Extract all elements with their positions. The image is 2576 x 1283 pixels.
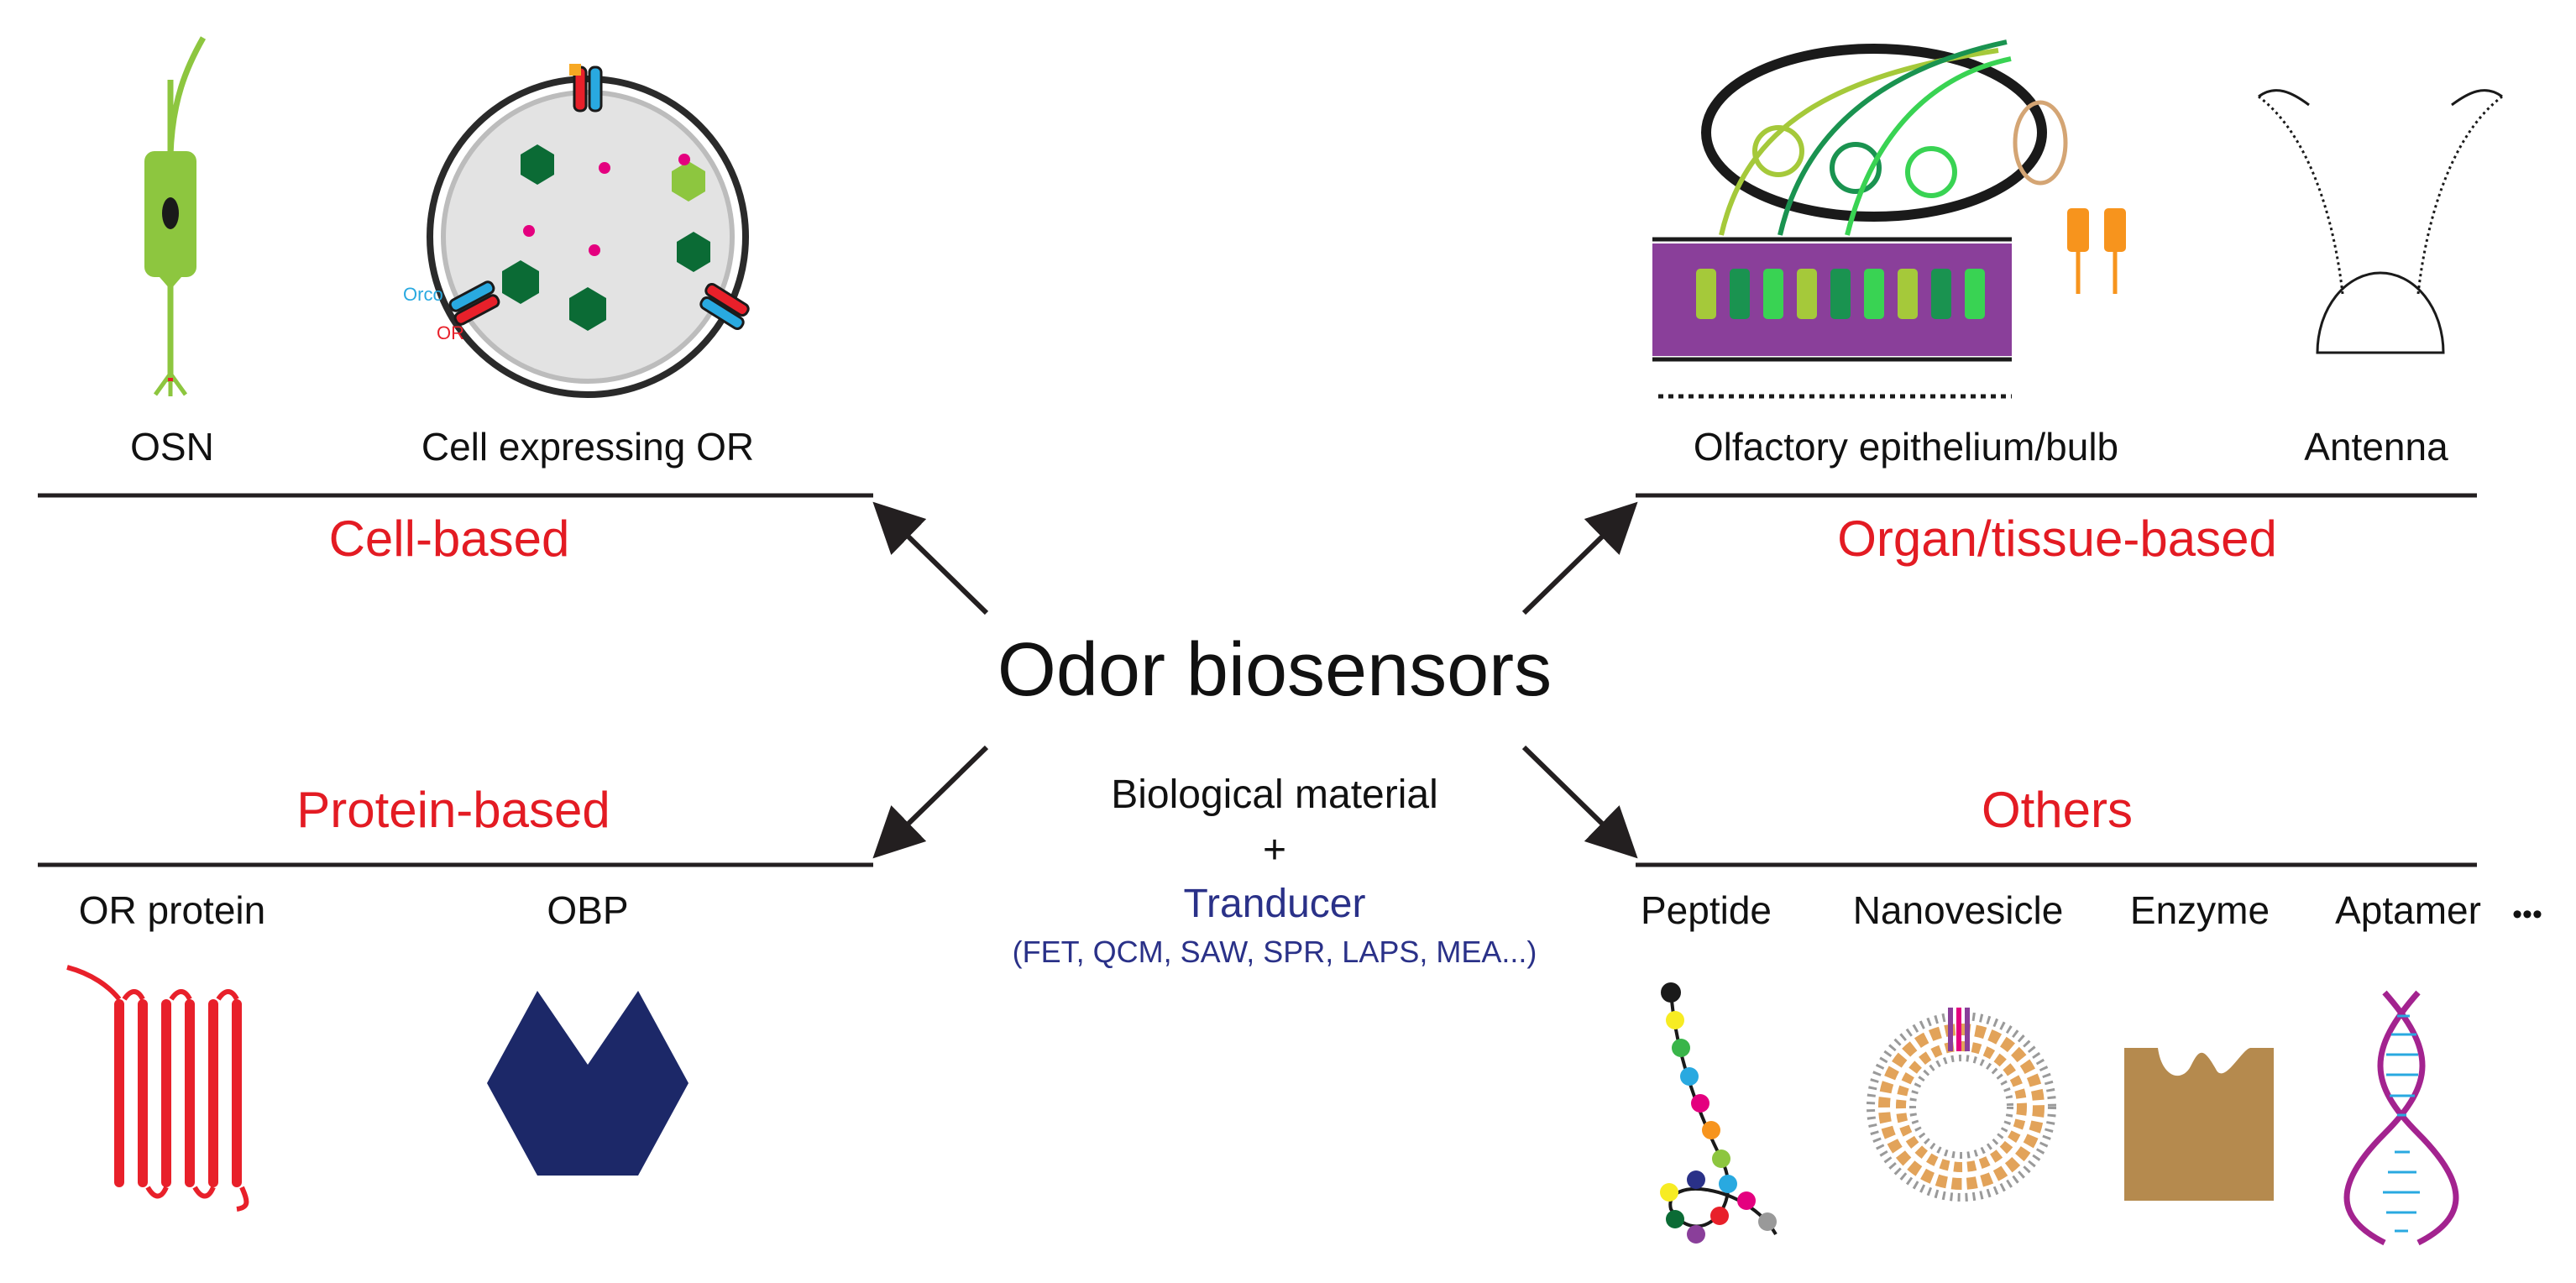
peptide-icon: [1660, 982, 1778, 1244]
obp-icon: [487, 991, 689, 1176]
biological-material-label: Biological material: [1111, 772, 1438, 817]
transducer-label: Tranducer: [1184, 882, 1366, 926]
label-ellipsis: •••: [2512, 898, 2542, 930]
label-antenna: Antenna: [2304, 425, 2448, 469]
antenna-icon: [2258, 89, 2503, 354]
cell-expressing-or-icon: [427, 64, 750, 398]
label-nanovesicle: Nanovesicle: [1853, 888, 2064, 932]
olfactory-epithelium-icon: [1652, 39, 2126, 399]
enzyme-icon: [2124, 1048, 2274, 1201]
plus-sign: +: [1263, 828, 1286, 872]
label-or-protein: OR protein: [79, 888, 265, 932]
arrow-to-protein-based: [872, 745, 989, 859]
label-or-receptor: OR: [437, 322, 464, 343]
category-others: Others: [1982, 782, 2133, 838]
arrow-to-cell-based: [872, 501, 989, 615]
transducer-examples: (FET, QCM, SAW, SPR, LAPS, MEA...): [1013, 935, 1537, 969]
aptamer-icon: [2343, 990, 2459, 1246]
arrow-to-organ-based: [1521, 501, 1638, 615]
nanovesicle-icon: [1867, 1008, 2056, 1202]
center-title: Odor biosensors: [997, 628, 1552, 712]
label-peptide: Peptide: [1641, 888, 1772, 932]
category-organ-based: Organ/tissue-based: [1837, 511, 2277, 567]
label-orco: Orco: [403, 284, 443, 305]
label-obp: OBP: [547, 888, 628, 932]
label-olfactory-epithelium: Olfactory epithelium/bulb: [1694, 425, 2118, 469]
label-aptamer: Aptamer: [2335, 888, 2481, 932]
label-cell-expressing-or: Cell expressing OR: [421, 425, 754, 469]
category-cell-based: Cell-based: [329, 511, 570, 567]
osn-neuron-icon: [144, 36, 207, 396]
category-protein-based: Protein-based: [296, 782, 610, 838]
label-enzyme: Enzyme: [2130, 888, 2270, 932]
or-protein-icon: [66, 965, 249, 1212]
label-osn: OSN: [130, 425, 214, 469]
arrow-to-others: [1521, 745, 1638, 859]
